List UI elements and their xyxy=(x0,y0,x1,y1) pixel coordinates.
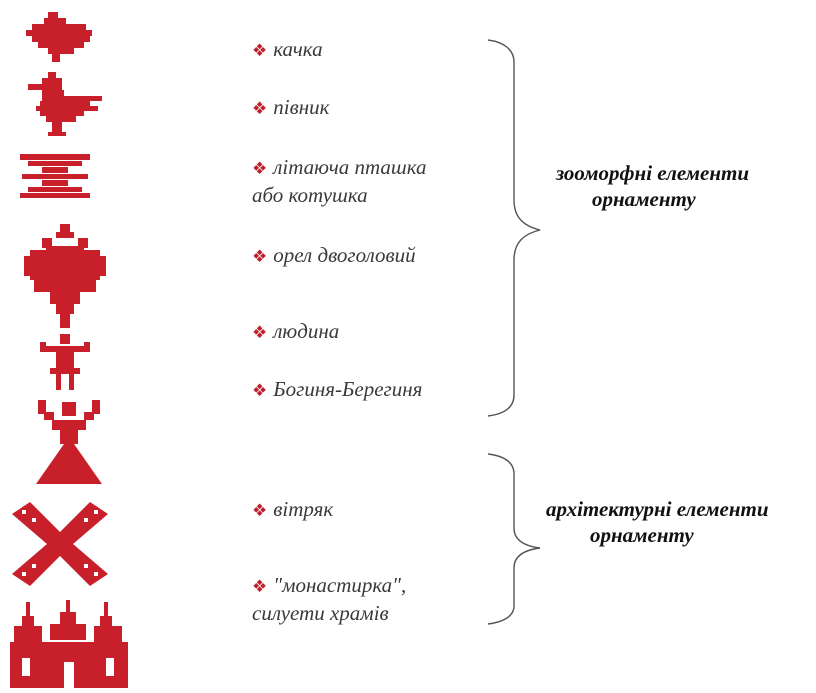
human-figure-motif-icon xyxy=(40,334,90,390)
duck-motif-icon xyxy=(26,12,92,62)
bullet-icon: ❖ xyxy=(252,41,268,60)
zoomorphic-group-label: зооморфні елементи орнаменту xyxy=(556,160,749,212)
item-label: вітряк xyxy=(273,497,334,521)
list-item-monastery: ❖ "монастирка", силуети храмів xyxy=(252,572,406,626)
item-label: літаюча пташка xyxy=(273,155,427,179)
item-label: качка xyxy=(273,37,323,61)
item-label: Богиня-Берегиня xyxy=(273,377,423,401)
item-label: людина xyxy=(273,319,340,343)
list-item-human: ❖ людина xyxy=(252,318,339,346)
bullet-icon: ❖ xyxy=(252,501,268,520)
group-label-line1: зооморфні елементи xyxy=(556,161,750,185)
group-label-line2: орнаменту xyxy=(590,523,694,547)
bullet-icon: ❖ xyxy=(252,577,268,596)
windmill-motif-icon xyxy=(12,502,108,586)
item-label-line2: або котушка xyxy=(252,183,368,207)
list-item-duck: ❖ качка xyxy=(252,36,323,64)
church-silhouette-motif-icon xyxy=(10,600,128,688)
zoomorphic-brace xyxy=(487,39,541,417)
group-label-line1: архітектурні елементи xyxy=(546,497,769,521)
group-label-line2: орнаменту xyxy=(592,187,696,211)
berehynia-goddess-motif-icon xyxy=(36,400,102,484)
item-label-line2: силуети храмів xyxy=(252,601,389,625)
architectural-group-label: архітектурні елементи орнаменту xyxy=(546,496,769,548)
list-item-rooster: ❖ півник xyxy=(252,94,329,122)
item-label: "монастирка", xyxy=(273,573,407,597)
flying-bird-motif-icon xyxy=(20,154,90,198)
ornament-icons-column xyxy=(0,0,140,693)
item-label: орел двоголовий xyxy=(273,243,416,267)
architectural-brace xyxy=(487,453,541,625)
bullet-icon: ❖ xyxy=(252,323,268,342)
list-item-flying-bird: ❖ літаюча пташка або котушка xyxy=(252,154,427,208)
list-item-berehynia: ❖ Богиня-Берегиня xyxy=(252,376,422,404)
bullet-icon: ❖ xyxy=(252,159,268,178)
rooster-motif-icon xyxy=(28,72,102,136)
list-item-windmill: ❖ вітряк xyxy=(252,496,333,524)
bullet-icon: ❖ xyxy=(252,99,268,118)
item-label: півник xyxy=(273,95,330,119)
list-item-eagle: ❖ орел двоголовий xyxy=(252,242,416,270)
double-headed-eagle-motif-icon xyxy=(24,224,106,328)
bullet-icon: ❖ xyxy=(252,247,268,266)
bullet-icon: ❖ xyxy=(252,381,268,400)
